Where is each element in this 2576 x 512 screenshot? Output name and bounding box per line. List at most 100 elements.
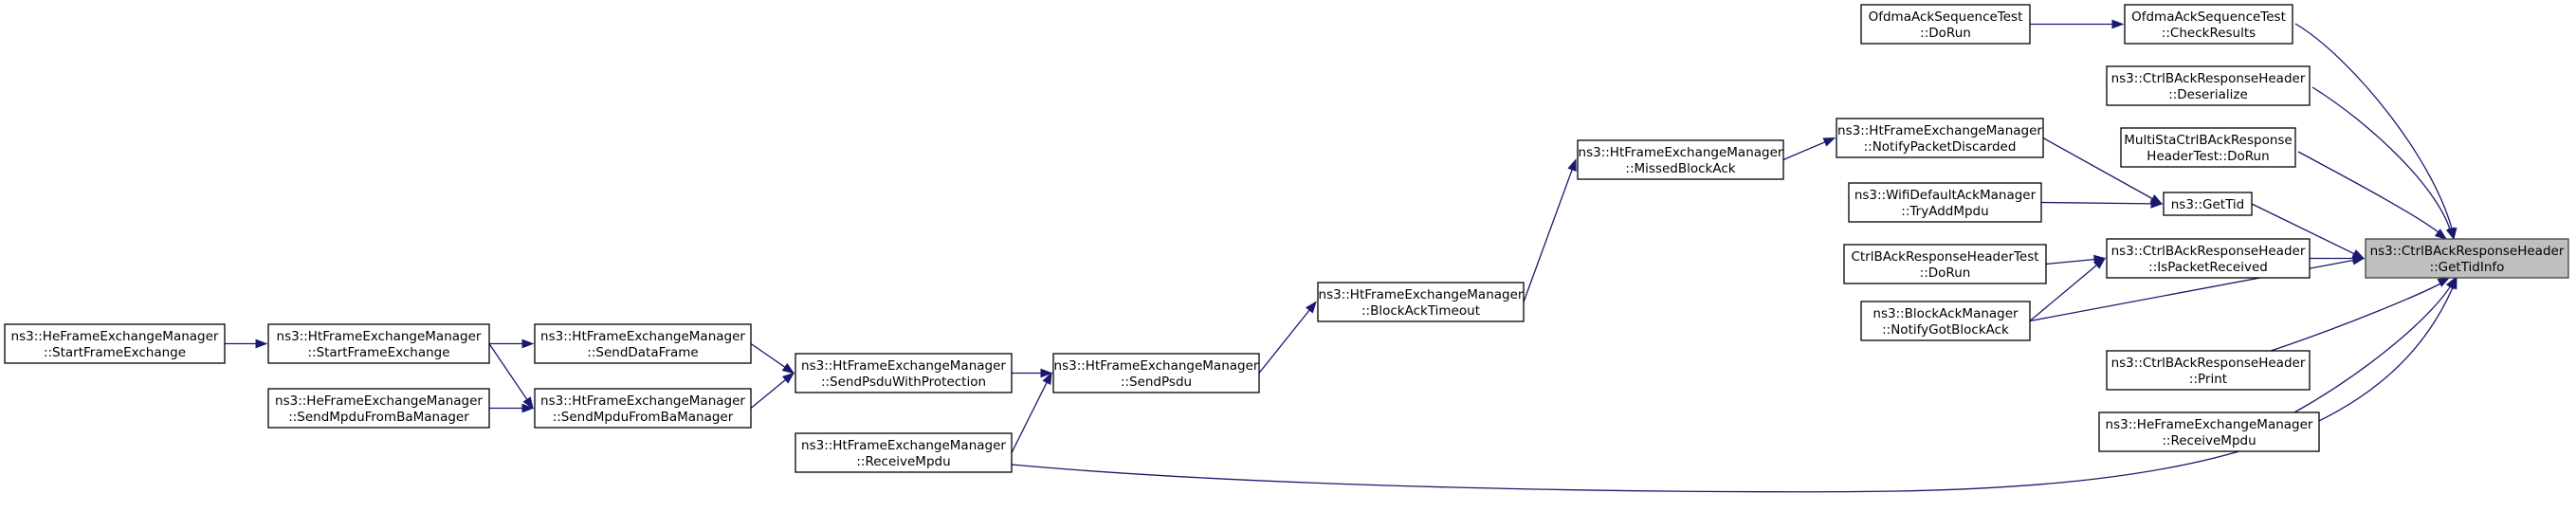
node-ht_receivempdu[interactable]: ns3::HtFrameExchangeManager::ReceiveMpdu — [795, 432, 1013, 473]
node-sendpsduwithprotection[interactable]: ns3::HtFrameExchangeManager::SendPsduWit… — [795, 353, 1013, 393]
edge-ht_sendmpdufrombamanager-to-sendpsduwithprotection — [750, 372, 795, 410]
edge-arrowhead — [1305, 301, 1317, 314]
node-box[interactable] — [2106, 238, 2311, 279]
edge-blockacktimeout-to-missedblockack — [1523, 158, 1577, 302]
node-sendpsdu[interactable]: ns3::HtFrameExchangeManager::SendPsdu — [1052, 353, 1260, 393]
node-label: ns3::HtFrameExchangeManager — [540, 393, 745, 409]
node-box[interactable] — [1860, 4, 2031, 45]
node-label: ns3::HtFrameExchangeManager — [801, 438, 1006, 453]
node-print[interactable]: ns3::CtrlBAckResponseHeader::Print — [2106, 350, 2311, 391]
node-he_sendmpdufrombamanager[interactable]: ns3::HeFrameExchangeManager::SendMpduFro… — [267, 388, 490, 429]
node-label: ::Print — [2189, 372, 2227, 387]
node-label: ::StartFrameExchange — [307, 345, 449, 360]
node-ispacketreceived[interactable]: ns3::CtrlBAckResponseHeader::IsPacketRec… — [2106, 238, 2311, 279]
node-box[interactable] — [1848, 182, 2042, 223]
edge-he_receivempdu-to-gettidinfo — [2293, 276, 2457, 413]
node-he_startframeexchange[interactable]: ns3::HeFrameExchangeManager::StartFrameE… — [4, 323, 226, 364]
edge-line — [2042, 137, 2155, 201]
node-box[interactable] — [2124, 4, 2293, 45]
node-ht_sendmpdufrombamanager[interactable]: ns3::HtFrameExchangeManager::SendMpduFro… — [534, 388, 752, 429]
node-box[interactable] — [2098, 411, 2320, 452]
node-missedblockack[interactable]: ns3::HtFrameExchangeManager::MissedBlock… — [1577, 139, 1784, 180]
edge-arrowhead — [255, 338, 268, 349]
node-ctrlback_dorun[interactable]: CtrlBAckResponseHeaderTest::DoRun — [1843, 244, 2047, 284]
edge-arrowhead — [1042, 372, 1052, 385]
node-blockacktimeout[interactable]: ns3::HtFrameExchangeManager::BlockAckTim… — [1317, 282, 1525, 322]
node-box[interactable] — [4, 323, 226, 364]
edge-notifygotblockack-to-ispacketreceived — [2029, 257, 2107, 321]
node-box[interactable] — [2365, 238, 2569, 279]
edge-he_sendmpdufrombamanager-to-ht_sendmpdufrombamanager — [489, 403, 535, 413]
node-label: CtrlBAckResponseHeaderTest — [1851, 249, 2038, 265]
node-checkresults[interactable]: OfdmaAckSequenceTest::CheckResults — [2124, 4, 2293, 45]
node-ht_startframeexchange[interactable]: ns3::HtFrameExchangeManager::StartFrameE… — [267, 323, 490, 364]
node-multista_dorun[interactable]: MultiStaCtrlBAckResponseHeaderTest::DoRu… — [2120, 127, 2296, 168]
node-box[interactable] — [267, 388, 490, 429]
edge-line — [1011, 280, 2457, 493]
node-senddataframe[interactable]: ns3::HtFrameExchangeManager::SendDataFra… — [534, 323, 752, 364]
edge-line — [1258, 308, 1311, 374]
node-box[interactable] — [2106, 65, 2311, 106]
node-box[interactable] — [1843, 244, 2047, 284]
node-label: ns3::HtFrameExchangeManager — [1319, 287, 1524, 302]
edge-missedblockack-to-notifypacketdiscarded — [1782, 137, 1836, 161]
edge-sendpsduwithprotection-to-sendpsdu — [1012, 368, 1053, 378]
node-box[interactable] — [2106, 350, 2311, 391]
node-notifygotblockack[interactable]: ns3::BlockAckManager::NotifyGotBlockAck — [1860, 301, 2031, 341]
edge-arrowhead — [521, 403, 535, 413]
edge-print-to-gettidinfo — [2270, 277, 2451, 352]
node-box[interactable] — [267, 323, 490, 364]
node-deserialize[interactable]: ns3::CtrlBAckResponseHeader::Deserialize — [2106, 65, 2311, 106]
node-label: ::SendMpduFromBaManager — [288, 410, 469, 425]
node-label: ::Deserialize — [2168, 87, 2248, 102]
edge-arrowhead — [781, 372, 795, 384]
node-box[interactable] — [795, 353, 1013, 393]
node-tryaddmpdu[interactable]: ns3::WifiDefaultAckManager::TryAddMpdu — [1848, 182, 2042, 223]
node-notifypacketdiscarded[interactable]: ns3::HtFrameExchangeManager::NotifyPacke… — [1836, 118, 2044, 158]
edge-line — [2293, 280, 2455, 413]
node-label: ns3::CtrlBAckResponseHeader — [2111, 244, 2306, 259]
node-label: ns3::HeFrameExchangeManager — [275, 393, 483, 409]
node-label: ns3::HtFrameExchangeManager — [801, 358, 1006, 374]
node-label: ::SendMpduFromBaManager — [553, 410, 734, 425]
node-box[interactable] — [2163, 192, 2253, 216]
node-label: ::GetTidInfo — [2430, 260, 2505, 275]
node-box[interactable] — [1836, 118, 2044, 158]
node-label: ::DoRun — [1920, 26, 1971, 41]
node-label: ::DoRun — [1920, 265, 1971, 281]
node-box[interactable] — [2120, 127, 2296, 168]
edge-he_startframeexchange-to-ht_startframeexchange — [225, 338, 268, 349]
edge-arrowhead — [1040, 368, 1053, 378]
node-box[interactable] — [534, 388, 752, 429]
edge-line — [2251, 203, 2357, 256]
node-label: ns3::CtrlBAckResponseHeader — [2111, 71, 2306, 86]
node-ofdma_dorun[interactable]: OfdmaAckSequenceTest::DoRun — [1860, 4, 2031, 45]
node-box[interactable] — [1052, 353, 1260, 393]
node-label: ::SendPsduWithProtection — [821, 375, 986, 390]
edge-line — [750, 342, 787, 369]
edge-senddataframe-to-sendpsduwithprotection — [750, 342, 795, 375]
node-box[interactable] — [1860, 301, 2031, 341]
node-label: ns3::HtFrameExchangeManager — [1837, 123, 2042, 138]
node-gettidinfo[interactable]: ns3::CtrlBAckResponseHeader::GetTidInfo — [2365, 238, 2569, 279]
edge-line — [2029, 263, 2099, 321]
edge-arrowhead — [2445, 227, 2456, 241]
node-label: ::TryAddMpdu — [1901, 204, 1988, 219]
node-gettid[interactable]: ns3::GetTid — [2163, 192, 2253, 216]
edge-line — [1523, 167, 1574, 302]
node-box[interactable] — [1577, 139, 1784, 180]
node-label: ::NotifyGotBlockAck — [1882, 322, 2009, 338]
node-label: ::ReceiveMpdu — [856, 454, 950, 469]
node-box[interactable] — [534, 323, 752, 364]
edge-arrowhead — [1822, 137, 1836, 147]
node-box[interactable] — [795, 432, 1013, 473]
node-box[interactable] — [1317, 282, 1525, 322]
edge-tryaddmpdu-to-gettid — [2040, 198, 2164, 209]
edge-multista_dorun-to-gettidinfo — [2297, 151, 2448, 240]
node-label: ::MissedBlockAck — [1625, 161, 1735, 176]
node-he_receivempdu[interactable]: ns3::HeFrameExchangeManager::ReceiveMpdu — [2098, 411, 2320, 452]
edge-arrowhead — [1567, 158, 1577, 172]
edges-layer — [225, 19, 2457, 493]
nodes-layer: ns3::CtrlBAckResponseHeader::GetTidInfo O… — [4, 4, 2569, 473]
